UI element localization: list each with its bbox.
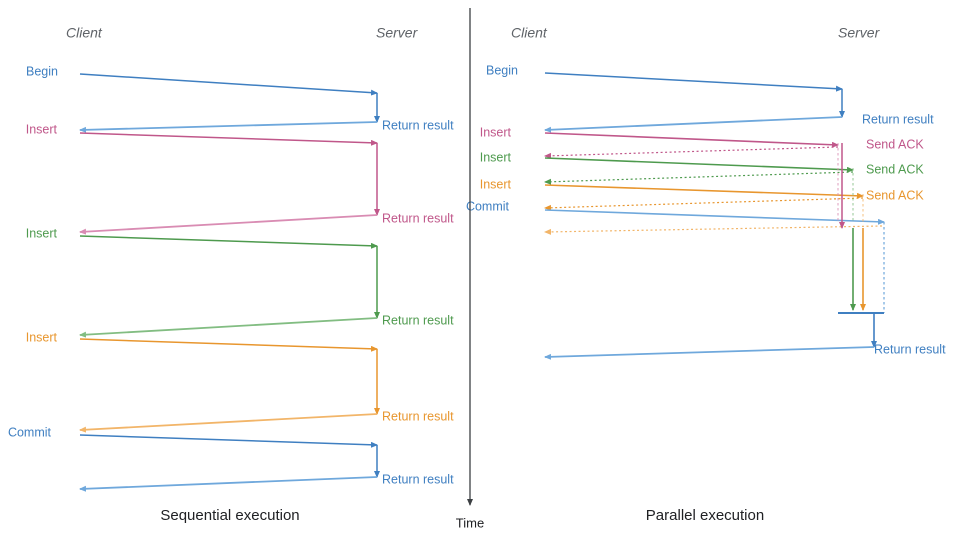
reply-arrow (79, 476, 378, 492)
message-label-commit: Commit (8, 425, 52, 439)
request-arrow (544, 72, 843, 92)
message-label-return-result: Return result (382, 472, 454, 486)
request-arrow (544, 184, 864, 199)
message-label-insert: Insert (26, 122, 58, 136)
reply-arrow (79, 214, 378, 235)
message-label-insert: Insert (26, 226, 58, 240)
ack-arrow (544, 197, 864, 211)
ack-arrow (544, 146, 839, 159)
message-label-begin: Begin (26, 64, 58, 78)
lane-title-server: Server (838, 25, 881, 41)
request-arrow (544, 157, 854, 173)
request-arrow (79, 132, 378, 146)
reply-arrow (79, 413, 378, 433)
reply-arrow (79, 317, 378, 338)
final-reply-arrow (544, 346, 875, 360)
message-label-send-ack: Send ACK (866, 162, 924, 176)
message-label-begin: Begin (486, 63, 518, 77)
request-arrow (79, 434, 378, 448)
request-arrow (79, 338, 378, 352)
message-label-send-ack: Send ACK (866, 137, 924, 151)
request-arrow (79, 73, 378, 96)
message-label-return-result: Return result (382, 313, 454, 327)
message-label-send-ack: Send ACK (866, 188, 924, 202)
message-label-return-result: Return result (382, 211, 454, 225)
lane-title-server: Server (376, 25, 419, 41)
reply-arrow (79, 121, 378, 133)
lane-title-client: Client (511, 25, 548, 41)
panel-caption: Sequential execution (160, 507, 299, 524)
lane-title-client: Client (66, 25, 103, 41)
ack-arrow (544, 171, 854, 185)
request-arrow (79, 235, 378, 249)
message-label-insert: Insert (480, 177, 512, 191)
message-label-return-result: Return result (862, 112, 934, 126)
message-label-return-result: Return result (874, 342, 946, 356)
time-axis-label: Time (456, 515, 484, 530)
message-label-insert: Insert (26, 330, 58, 344)
ack-arrow (544, 225, 883, 235)
message-label-insert: Insert (480, 125, 512, 139)
message-label-return-result: Return result (382, 409, 454, 423)
reply-arrow (544, 116, 843, 133)
message-label-insert: Insert (480, 150, 512, 164)
message-label-return-result: Return result (382, 118, 454, 132)
message-label-commit: Commit (466, 199, 510, 213)
panel-caption: Parallel execution (646, 507, 764, 524)
commit-request-arrow (544, 209, 885, 225)
request-arrow (544, 132, 839, 148)
